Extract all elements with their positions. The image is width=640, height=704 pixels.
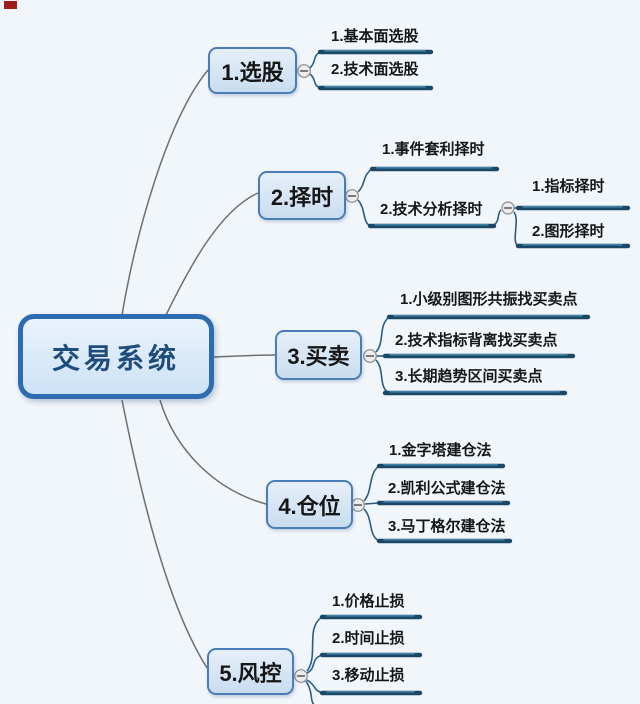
- branch-topic-3-label: 3.买卖: [287, 344, 350, 369]
- branch-topic-2-label: 2.择时: [270, 184, 334, 210]
- collapse-icon-2-2[interactable]: [501, 201, 515, 215]
- leaf-topic-3-3[interactable]: 3.长期趋势区间买卖点: [395, 368, 543, 385]
- branch-topic-2[interactable]: 2.择时: [258, 171, 346, 220]
- collapse-icon-5[interactable]: [294, 669, 308, 683]
- leaf-topic-4-1[interactable]: 1.金字塔建仓法: [389, 442, 492, 459]
- leaf-topic-3-1[interactable]: 1.小级别图形共振找买卖点: [400, 291, 578, 308]
- root-topic-label: 交易系统: [51, 342, 180, 374]
- root-topic[interactable]: 交易系统: [18, 314, 214, 399]
- leaf-topic-5-1[interactable]: 1.价格止损: [332, 593, 405, 610]
- leaf-topic-5-2[interactable]: 2.时间止损: [332, 630, 405, 647]
- branch-topic-5-label: 5.风控: [219, 660, 282, 686]
- branch-topic-3[interactable]: 3.买卖: [275, 330, 362, 380]
- corner-artifact: [4, 1, 17, 9]
- branch-topic-4-label: 4.仓位: [278, 493, 341, 519]
- leaf-topic-2-1[interactable]: 1.事件套利择时: [382, 141, 485, 158]
- collapse-icon-3[interactable]: [363, 349, 377, 363]
- leaf-topic-2-2-1[interactable]: 1.指标择时: [532, 178, 605, 195]
- leaf-topic-4-2[interactable]: 2.凯利公式建仓法: [388, 480, 506, 497]
- topic-underlines: [317, 49, 631, 696]
- leaf-topic-4-3[interactable]: 3.马丁格尔建仓法: [388, 518, 506, 535]
- branch-topic-1-label: 1.选股: [221, 59, 284, 85]
- branch-topic-1[interactable]: 1.选股: [208, 47, 297, 94]
- leaf-topic-3-2[interactable]: 2.技术指标背离找买卖点: [395, 332, 558, 349]
- collapse-icon-1[interactable]: [297, 64, 311, 78]
- collapse-icon-4[interactable]: [351, 498, 365, 512]
- root-connectors: [121, 69, 276, 669]
- leaf-topic-1-2[interactable]: 2.技术面选股: [331, 61, 419, 78]
- leaf-topic-5-3[interactable]: 3.移动止损: [332, 667, 405, 684]
- leaf-topic-1-1[interactable]: 1.基本面选股: [331, 28, 419, 45]
- collapse-icon-2[interactable]: [345, 189, 359, 203]
- branch-topic-4[interactable]: 4.仓位: [266, 480, 353, 529]
- branch-topic-5[interactable]: 5.风控: [207, 648, 294, 695]
- leaf-topic-2-2[interactable]: 2.技术分析择时: [380, 201, 483, 218]
- leaf-topic-2-2-2[interactable]: 2.图形择时: [532, 223, 605, 240]
